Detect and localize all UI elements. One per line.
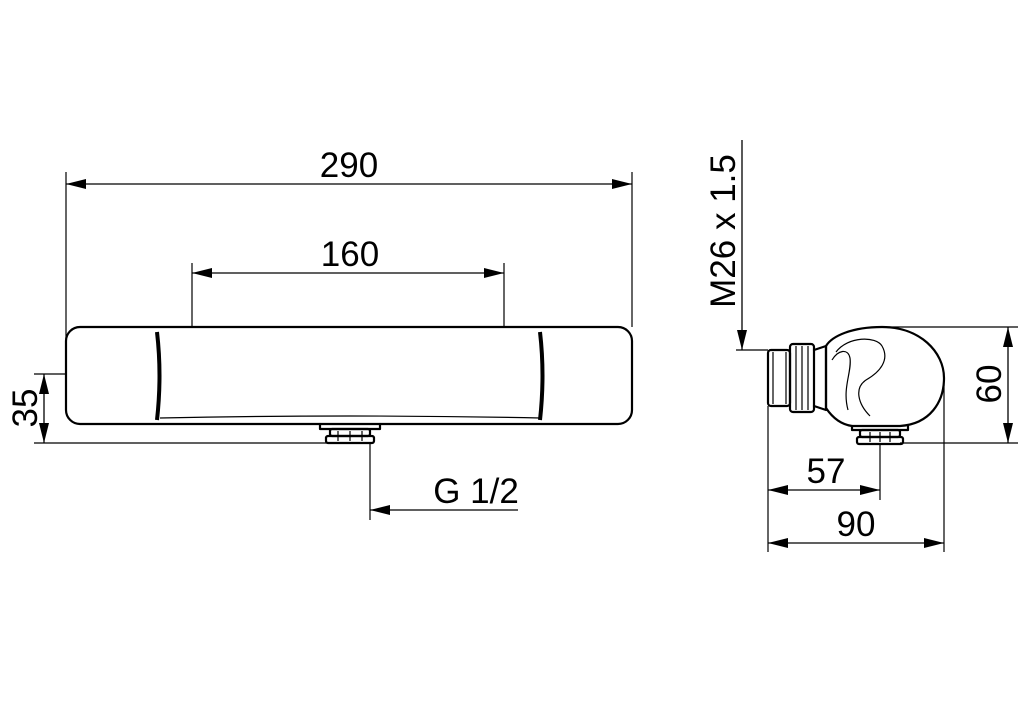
dimension-label-60: 60	[970, 365, 1009, 404]
dimension-inlet-thread: G 1/2	[369, 443, 519, 520]
left-handle-separator	[155, 331, 162, 421]
front-view	[64, 325, 634, 445]
inlet-connector	[318, 422, 382, 445]
outlet-connector	[766, 342, 828, 414]
dimension-side-height: 60	[882, 326, 1018, 444]
dimension-outlet-thread: M26 x 1.5	[704, 140, 768, 351]
dimension-overall-length: 290	[65, 146, 633, 372]
dimension-label-90: 90	[837, 505, 876, 544]
dimension-outlet-offset: 57	[767, 406, 881, 552]
dimension-body-height: 35	[6, 373, 372, 444]
dimension-label-g-half: G 1/2	[433, 472, 519, 511]
dimension-label-290: 290	[320, 146, 378, 185]
dimension-overall-depth: 90	[768, 380, 945, 552]
dimension-label-35: 35	[6, 389, 45, 428]
right-handle-separator	[538, 331, 545, 421]
dimension-inlet-spacing: 160	[191, 235, 505, 327]
dimension-label-m26: M26 x 1.5	[704, 154, 743, 308]
mixer-body	[64, 325, 634, 426]
side-body	[824, 325, 946, 428]
dimension-label-57: 57	[807, 452, 846, 491]
side-inlet-connector	[850, 424, 910, 446]
dimension-label-160: 160	[321, 235, 379, 274]
side-view	[766, 325, 946, 446]
